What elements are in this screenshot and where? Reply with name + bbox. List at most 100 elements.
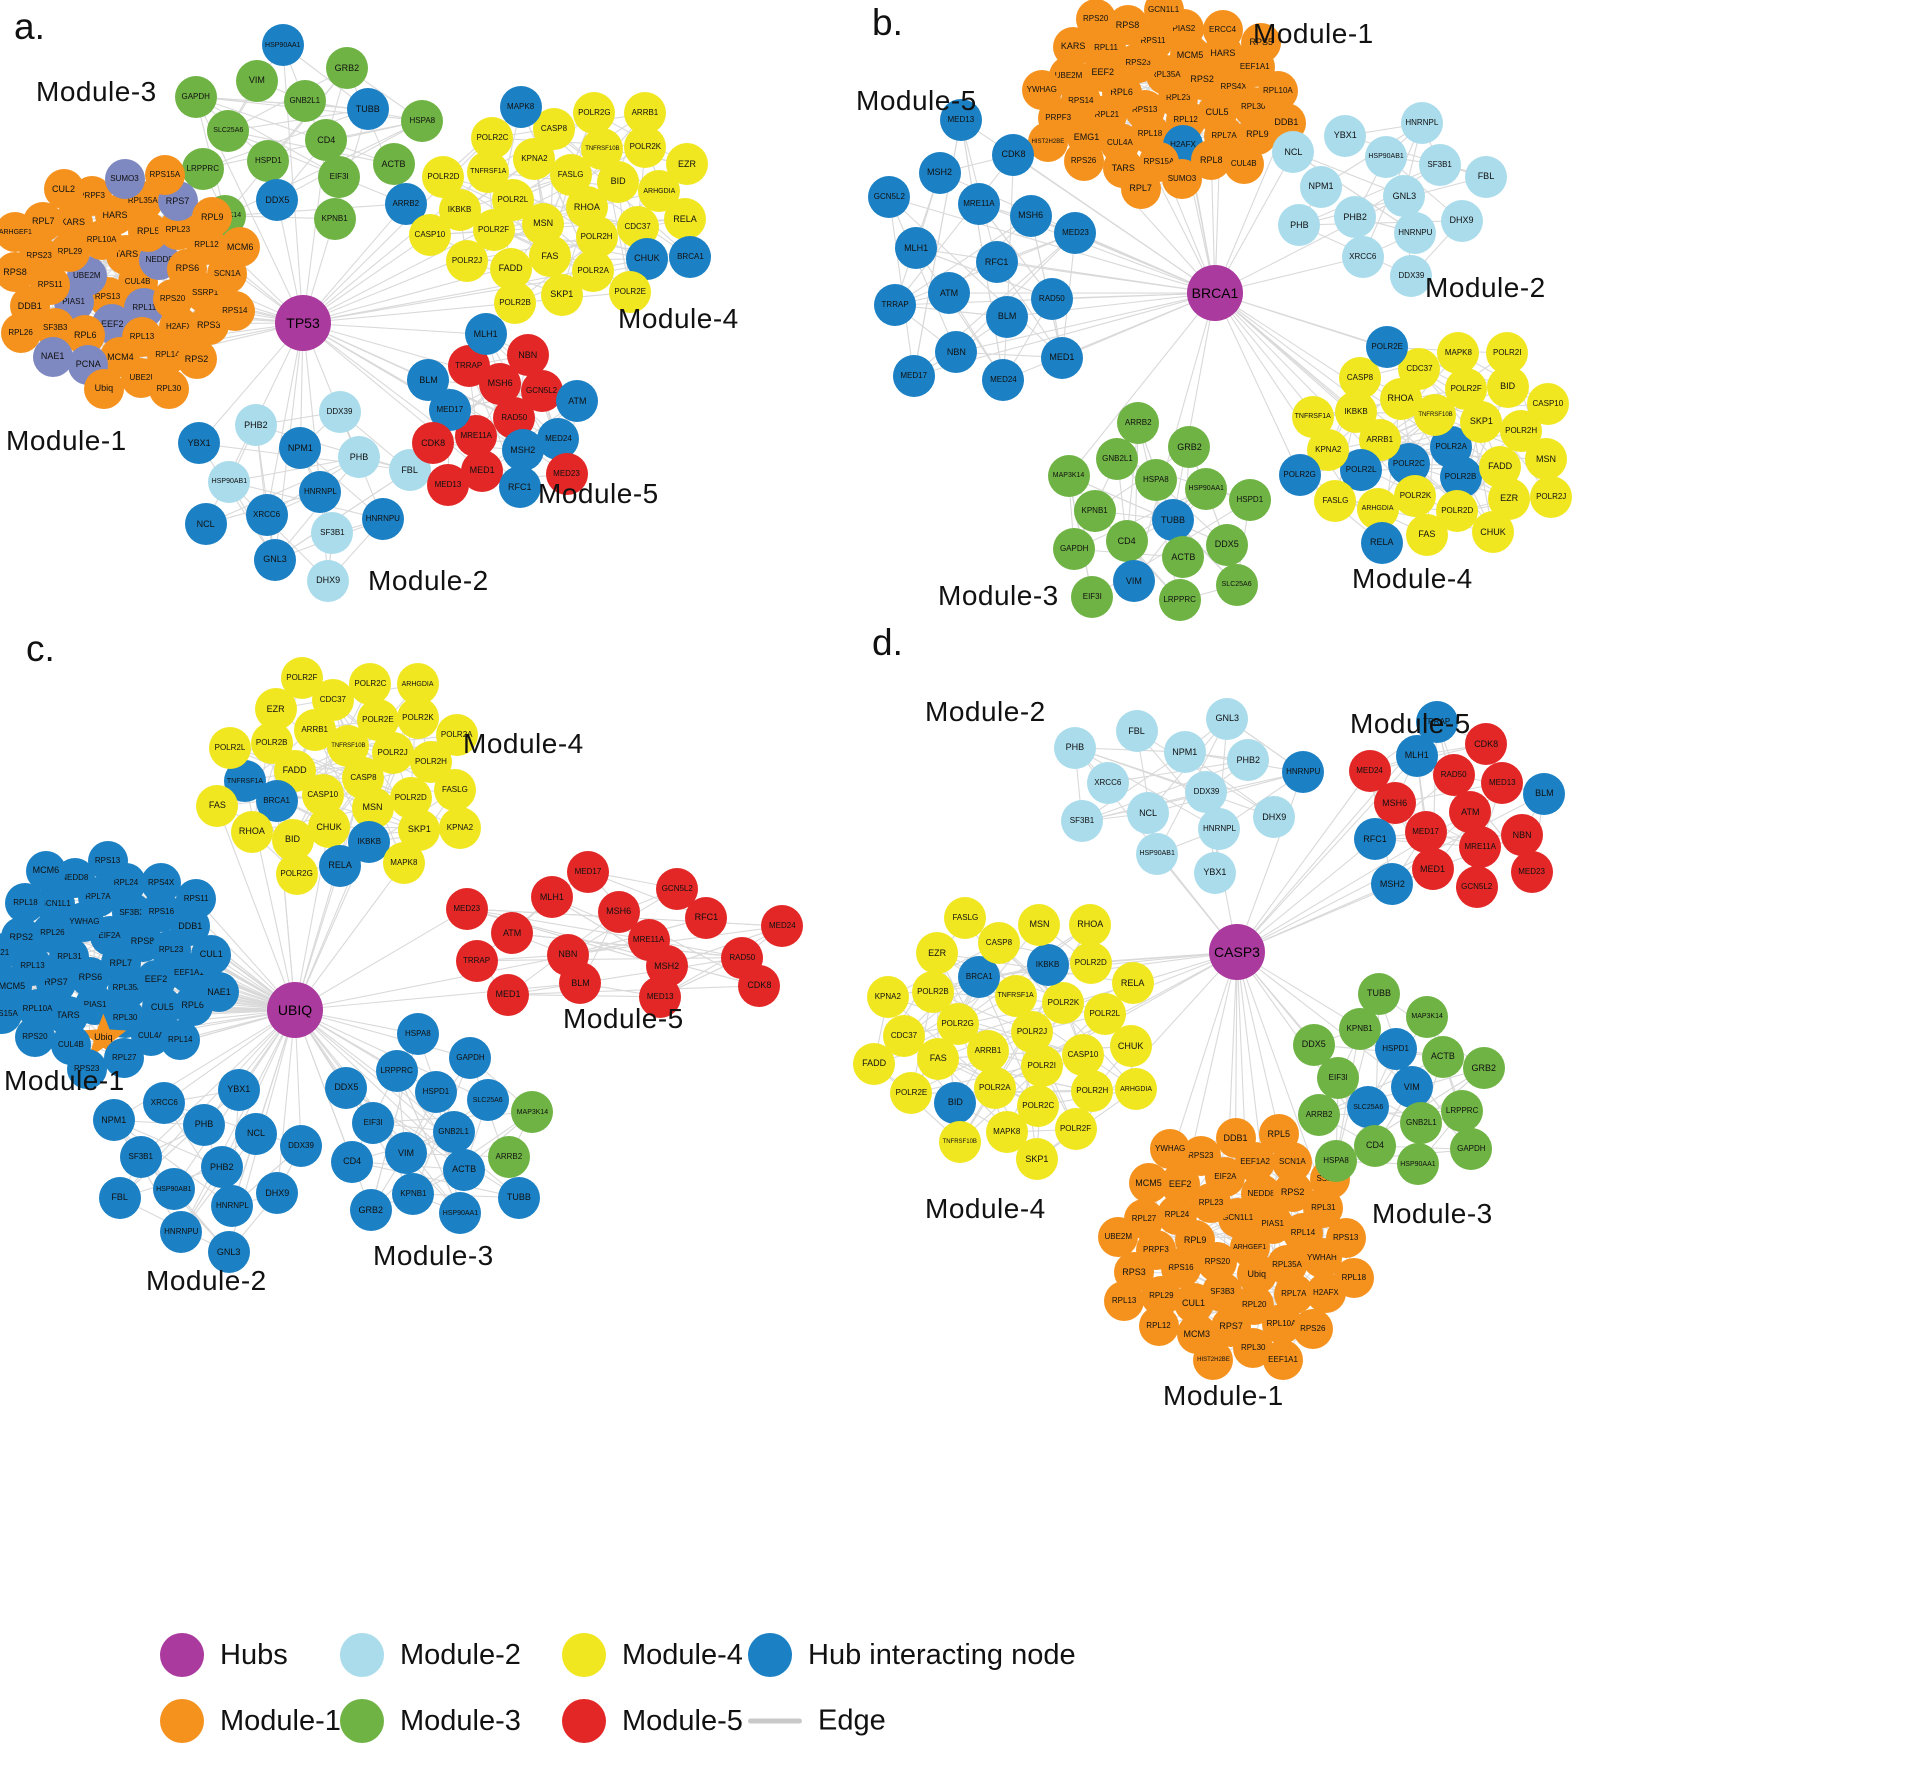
node-POLR2A[interactable]: POLR2A: [572, 250, 615, 293]
node-GAPDH[interactable]: GAPDH: [1450, 1128, 1493, 1171]
node-PHB[interactable]: PHB: [1053, 726, 1096, 769]
node-RFC1[interactable]: RFC1: [975, 241, 1018, 283]
node-POLR2E[interactable]: POLR2E: [890, 1072, 933, 1115]
node-RPL18[interactable]: RPL18: [1333, 1258, 1374, 1299]
node-HSPA8[interactable]: HSPA8: [1315, 1140, 1358, 1183]
node-PHB2[interactable]: PHB2: [200, 1146, 243, 1188]
node-POLR2B[interactable]: POLR2B: [494, 281, 536, 324]
node-RPL14[interactable]: RPL14: [160, 1019, 201, 1060]
node-NPM1[interactable]: NPM1: [279, 427, 322, 470]
node-RPS15A[interactable]: RPS15A: [144, 155, 185, 196]
node-RHOA[interactable]: RHOA: [230, 810, 273, 853]
node-NPM1[interactable]: NPM1: [1300, 165, 1343, 208]
node-POLR2C[interactable]: POLR2C: [349, 663, 392, 706]
node-MAP3K14[interactable]: MAP3K14: [511, 1091, 554, 1134]
node-PHB2[interactable]: PHB2: [1334, 196, 1377, 238]
node-BLM[interactable]: BLM: [986, 295, 1029, 338]
node-MED24[interactable]: MED24: [982, 359, 1025, 402]
node-HNRNPU[interactable]: HNRNPU: [160, 1210, 203, 1253]
node-NBN[interactable]: NBN: [1501, 814, 1544, 857]
node-MAP3K14[interactable]: MAP3K14: [1047, 454, 1090, 497]
node-VIM[interactable]: VIM: [235, 59, 278, 102]
node-CDK8[interactable]: CDK8: [412, 422, 455, 465]
node-TUBB[interactable]: TUBB: [497, 1176, 540, 1219]
node-RELA[interactable]: RELA: [664, 198, 707, 241]
node-FASLG[interactable]: FASLG: [1314, 479, 1357, 522]
node-FAS[interactable]: FAS: [196, 784, 239, 827]
node-YWHAG[interactable]: YWHAG: [1150, 1128, 1191, 1169]
node-DDX39[interactable]: DDX39: [318, 390, 361, 433]
node-GRB2[interactable]: GRB2: [1168, 426, 1211, 469]
node-RPS13[interactable]: RPS13: [1325, 1218, 1366, 1259]
node-RPS20[interactable]: RPS20: [1075, 0, 1116, 39]
node-HSPD1[interactable]: HSPD1: [1228, 479, 1271, 522]
node-MSH2[interactable]: MSH2: [501, 429, 544, 472]
node-ARRB2[interactable]: ARRB2: [1117, 402, 1160, 445]
node-YWHAG[interactable]: YWHAG: [1021, 69, 1062, 110]
node-RPS2[interactable]: RPS2: [176, 339, 217, 380]
node-NBN[interactable]: NBN: [506, 334, 549, 377]
node-SF3B1[interactable]: SF3B1: [1418, 143, 1461, 186]
node-CD4[interactable]: CD4: [305, 119, 348, 161]
node-ARHGEF1[interactable]: ARHGEF1: [0, 212, 36, 253]
node-GCN5L2[interactable]: GCN5L2: [1455, 865, 1498, 908]
node-MSH2[interactable]: MSH2: [918, 151, 961, 194]
node-EZR[interactable]: EZR: [666, 143, 708, 186]
node-RPL12[interactable]: RPL12: [1138, 1305, 1179, 1346]
node-MED1[interactable]: MED1: [487, 973, 530, 1016]
node-RPS13[interactable]: RPS13: [87, 840, 128, 881]
node-BLM[interactable]: BLM: [1523, 772, 1566, 815]
node-CHUK[interactable]: CHUK: [1109, 1025, 1152, 1068]
node-CASP8[interactable]: CASP8: [532, 108, 575, 151]
node-RHOA[interactable]: RHOA: [1069, 903, 1112, 946]
node-HSP90AB1[interactable]: HSP90AB1: [152, 1168, 195, 1211]
node-FADD[interactable]: FADD: [853, 1042, 896, 1085]
node-KPNB1[interactable]: KPNB1: [313, 197, 356, 240]
node-RPL27[interactable]: RPL27: [104, 1038, 145, 1078]
node-MLH1[interactable]: MLH1: [464, 313, 507, 356]
node-MED1[interactable]: MED1: [1411, 848, 1454, 891]
node-PHB[interactable]: PHB: [337, 436, 380, 479]
node-RPS26[interactable]: RPS26: [1063, 141, 1104, 182]
node-NCL[interactable]: NCL: [1127, 792, 1170, 835]
node-GNB2L1[interactable]: GNB2L1: [432, 1111, 475, 1153]
node-EIF3I[interactable]: EIF3I: [318, 155, 361, 198]
node-HIST2H2BE[interactable]: HIST2H2BE: [1027, 121, 1068, 162]
node-DHX9[interactable]: DHX9: [307, 559, 350, 602]
node-MED17[interactable]: MED17: [1404, 810, 1447, 853]
node-GNL3[interactable]: GNL3: [1206, 697, 1249, 740]
node-POLR2D[interactable]: POLR2D: [1069, 942, 1112, 985]
node-SF3B1[interactable]: SF3B1: [311, 512, 354, 555]
node-HSP90AB1[interactable]: HSP90AB1: [1365, 135, 1408, 178]
node-MAPK8[interactable]: MAPK8: [382, 842, 425, 885]
node-MCM5[interactable]: MCM5: [1128, 1163, 1169, 1204]
node-POLR2D[interactable]: POLR2D: [422, 155, 465, 198]
node-PHB[interactable]: PHB: [1278, 204, 1321, 247]
node-XRCC6[interactable]: XRCC6: [245, 494, 288, 537]
node-MED17[interactable]: MED17: [566, 850, 609, 893]
node-MED13[interactable]: MED13: [1481, 761, 1524, 804]
node-RPS15A[interactable]: RPS15A: [0, 993, 23, 1034]
node-VIM[interactable]: VIM: [384, 1132, 427, 1175]
node-HSP90AA1[interactable]: HSP90AA1: [439, 1192, 482, 1235]
node-MLH1[interactable]: MLH1: [895, 227, 938, 270]
node-XRCC6[interactable]: XRCC6: [143, 1081, 186, 1124]
node-NCL[interactable]: NCL: [184, 503, 227, 546]
node-MSH6[interactable]: MSH6: [1373, 782, 1416, 825]
node-CHUK[interactable]: CHUK: [1472, 511, 1515, 554]
node-GNB2L1[interactable]: GNB2L1: [1400, 1101, 1443, 1144]
node-SUMO3[interactable]: SUMO3: [1161, 159, 1202, 200]
node-MED24[interactable]: MED24: [1348, 749, 1391, 792]
node-DDX5[interactable]: DDX5: [1205, 523, 1248, 566]
node-CHUK[interactable]: CHUK: [308, 806, 351, 849]
node-RELA[interactable]: RELA: [1360, 521, 1403, 564]
node-POLR2C[interactable]: POLR2C: [471, 117, 514, 159]
node-POLR2G[interactable]: POLR2G: [275, 852, 318, 895]
node-POLR2F[interactable]: POLR2F: [1054, 1108, 1097, 1151]
node-PHB2[interactable]: PHB2: [1227, 739, 1270, 782]
node-POLR2G[interactable]: POLR2G: [573, 92, 616, 135]
node-CD4[interactable]: CD4: [331, 1140, 374, 1183]
node-CDK8[interactable]: CDK8: [992, 133, 1035, 176]
node-KPNA2[interactable]: KPNA2: [438, 807, 481, 850]
node-TRRAP[interactable]: TRRAP: [874, 284, 917, 326]
